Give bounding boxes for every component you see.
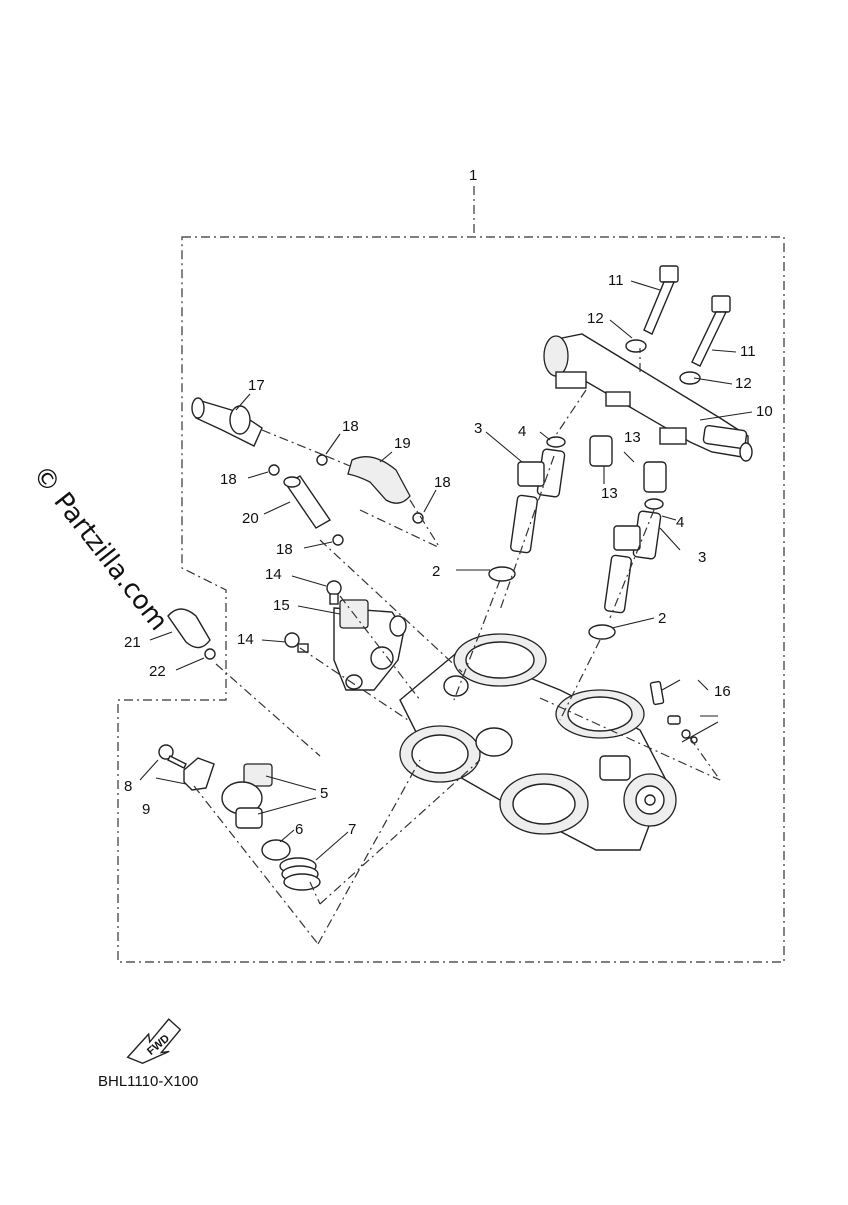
callout-5: 5 — [320, 785, 329, 802]
callout-13: 13 — [601, 485, 618, 502]
o-ring-4-upper — [546, 436, 566, 448]
o-ring-6 — [261, 839, 291, 861]
callout-2: 2 — [432, 563, 441, 580]
injector-3-lower — [604, 510, 662, 614]
callout-18: 18 — [434, 474, 451, 491]
assembly-boundary — [117, 236, 785, 963]
bolt-11-left — [643, 265, 679, 335]
callout-3: 3 — [698, 549, 707, 566]
fwd-arrow-icon: FWD — [126, 1018, 182, 1064]
clips-18 — [268, 454, 424, 546]
callout-4: 4 — [518, 423, 527, 440]
callout-10: 10 — [756, 403, 773, 420]
callout-3: 3 — [474, 420, 483, 437]
spring-7 — [279, 857, 321, 891]
screw-set-16 — [649, 680, 698, 744]
callout-21: 21 — [124, 634, 141, 651]
callout-11: 11 — [740, 343, 756, 360]
callout-22: 22 — [149, 663, 166, 680]
callout-20: 20 — [242, 510, 259, 527]
callout-6: 6 — [295, 821, 304, 838]
callout-14: 14 — [265, 566, 282, 583]
callout-12: 12 — [587, 310, 604, 327]
callout-17: 17 — [248, 377, 265, 394]
seal-2-upper — [488, 566, 516, 582]
leader-lines — [139, 280, 753, 861]
guide-lines — [193, 348, 721, 945]
fuel-rail — [543, 333, 753, 462]
injector-3-upper — [510, 448, 566, 554]
callout-1: 1 — [469, 167, 478, 184]
callout-12: 12 — [735, 375, 752, 392]
reference-code: BHL1110-X100 — [98, 1073, 199, 1090]
screw-14-upper — [326, 580, 342, 605]
callout-18: 18 — [276, 541, 293, 558]
callout-18: 18 — [342, 418, 359, 435]
cap-21 — [167, 608, 211, 649]
callout-9: 9 — [142, 801, 151, 818]
callout-2: 2 — [658, 610, 667, 627]
bolt-11-right — [691, 295, 731, 367]
callout-18: 18 — [220, 471, 237, 488]
callout-7: 7 — [348, 821, 357, 838]
seal-2-lower — [588, 624, 616, 640]
sensor-15 — [333, 599, 407, 691]
damper-13-left — [589, 435, 613, 467]
screw-8 — [158, 744, 187, 769]
joint-17 — [191, 397, 263, 447]
hose-19 — [347, 456, 411, 504]
callout-13: 13 — [624, 429, 641, 446]
washer-12-left — [625, 339, 647, 353]
damper-13-right — [643, 461, 667, 493]
bracket-9 — [183, 757, 215, 791]
o-ring-4-lower — [644, 498, 664, 510]
throttle-body — [399, 633, 677, 851]
callout-14: 14 — [237, 631, 254, 648]
callout-4: 4 — [676, 514, 685, 531]
callout-16: 16 — [714, 683, 731, 700]
callout-15: 15 — [273, 597, 290, 614]
washer-12-right — [679, 371, 701, 385]
callout-8: 8 — [124, 778, 133, 795]
screw-14-lower — [284, 632, 309, 653]
callout-19: 19 — [394, 435, 411, 452]
clip-22 — [204, 648, 216, 660]
callout-11: 11 — [608, 272, 624, 289]
sensor-5 — [221, 763, 273, 829]
